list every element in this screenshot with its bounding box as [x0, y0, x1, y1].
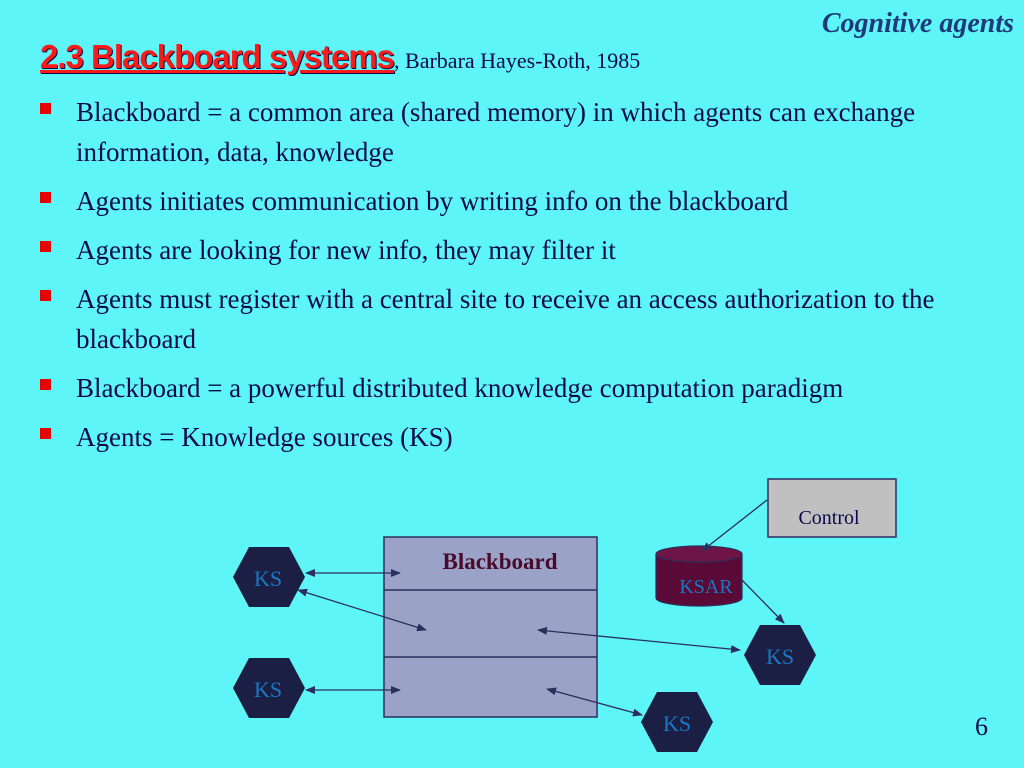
- ks-node: KS: [233, 658, 305, 718]
- course-title: Cognitive agents: [821, 8, 1014, 39]
- bullet-item: Agents must register with a central site…: [36, 279, 996, 359]
- arrow-ksar-ks3: [741, 579, 785, 624]
- bullet-text: Agents are looking for new info, they ma…: [76, 235, 616, 265]
- bullet-square-icon: [40, 241, 51, 252]
- ksar-label: KSAR: [679, 576, 733, 598]
- bullet-square-icon: [40, 192, 51, 203]
- bullet-item: Agents are looking for new info, they ma…: [36, 230, 996, 270]
- control-box: Control: [767, 478, 897, 538]
- ks-node: KS: [233, 547, 305, 607]
- bullet-text: Agents must register with a central site…: [76, 284, 935, 354]
- arrow-blackboard-ks4: [546, 687, 643, 717]
- bullet-list: Blackboard = a common area (shared memor…: [36, 92, 996, 466]
- ks-node: KS: [641, 692, 713, 752]
- page-number: 6: [975, 712, 988, 741]
- control-label: Control: [798, 507, 860, 529]
- ks-label: KS: [254, 677, 282, 702]
- bullet-text: Agents = Knowledge sources (KS): [76, 422, 453, 452]
- bullet-square-icon: [40, 290, 51, 301]
- bullet-item: Blackboard = a common area (shared memor…: [36, 92, 996, 172]
- ks-node: KS: [744, 625, 816, 685]
- slide-subtitle: , Barbara Hayes-Roth, 1985: [394, 48, 641, 73]
- bullet-square-icon: [40, 428, 51, 439]
- arrow-blackboard-ks3: [537, 626, 741, 654]
- bullet-item: Agents = Knowledge sources (KS): [36, 417, 996, 457]
- ksar-cylinder: KSAR: [655, 545, 743, 607]
- bullet-item: Blackboard = a powerful distributed know…: [36, 368, 996, 408]
- ks-label: KS: [254, 566, 282, 591]
- bullet-text: Blackboard = a powerful distributed know…: [76, 373, 844, 403]
- bullet-text: Agents initiates communication by writin…: [76, 186, 789, 216]
- blackboard-label: Blackboard: [442, 549, 557, 574]
- bullet-square-icon: [40, 379, 51, 390]
- slide-title-line: 2.3 Blackboard systems, Barbara Hayes-Ro…: [40, 38, 640, 76]
- arrow-control-ksar: [701, 499, 768, 552]
- ks-label: KS: [766, 644, 794, 669]
- arrow-ks1-blackboard-middle: [297, 588, 427, 632]
- bullet-item: Agents initiates communication by writin…: [36, 181, 996, 221]
- bullet-square-icon: [40, 103, 51, 114]
- bullet-text: Blackboard = a common area (shared memor…: [76, 97, 916, 167]
- ks-label: KS: [663, 711, 691, 736]
- slide-title: 2.3 Blackboard systems: [40, 38, 395, 75]
